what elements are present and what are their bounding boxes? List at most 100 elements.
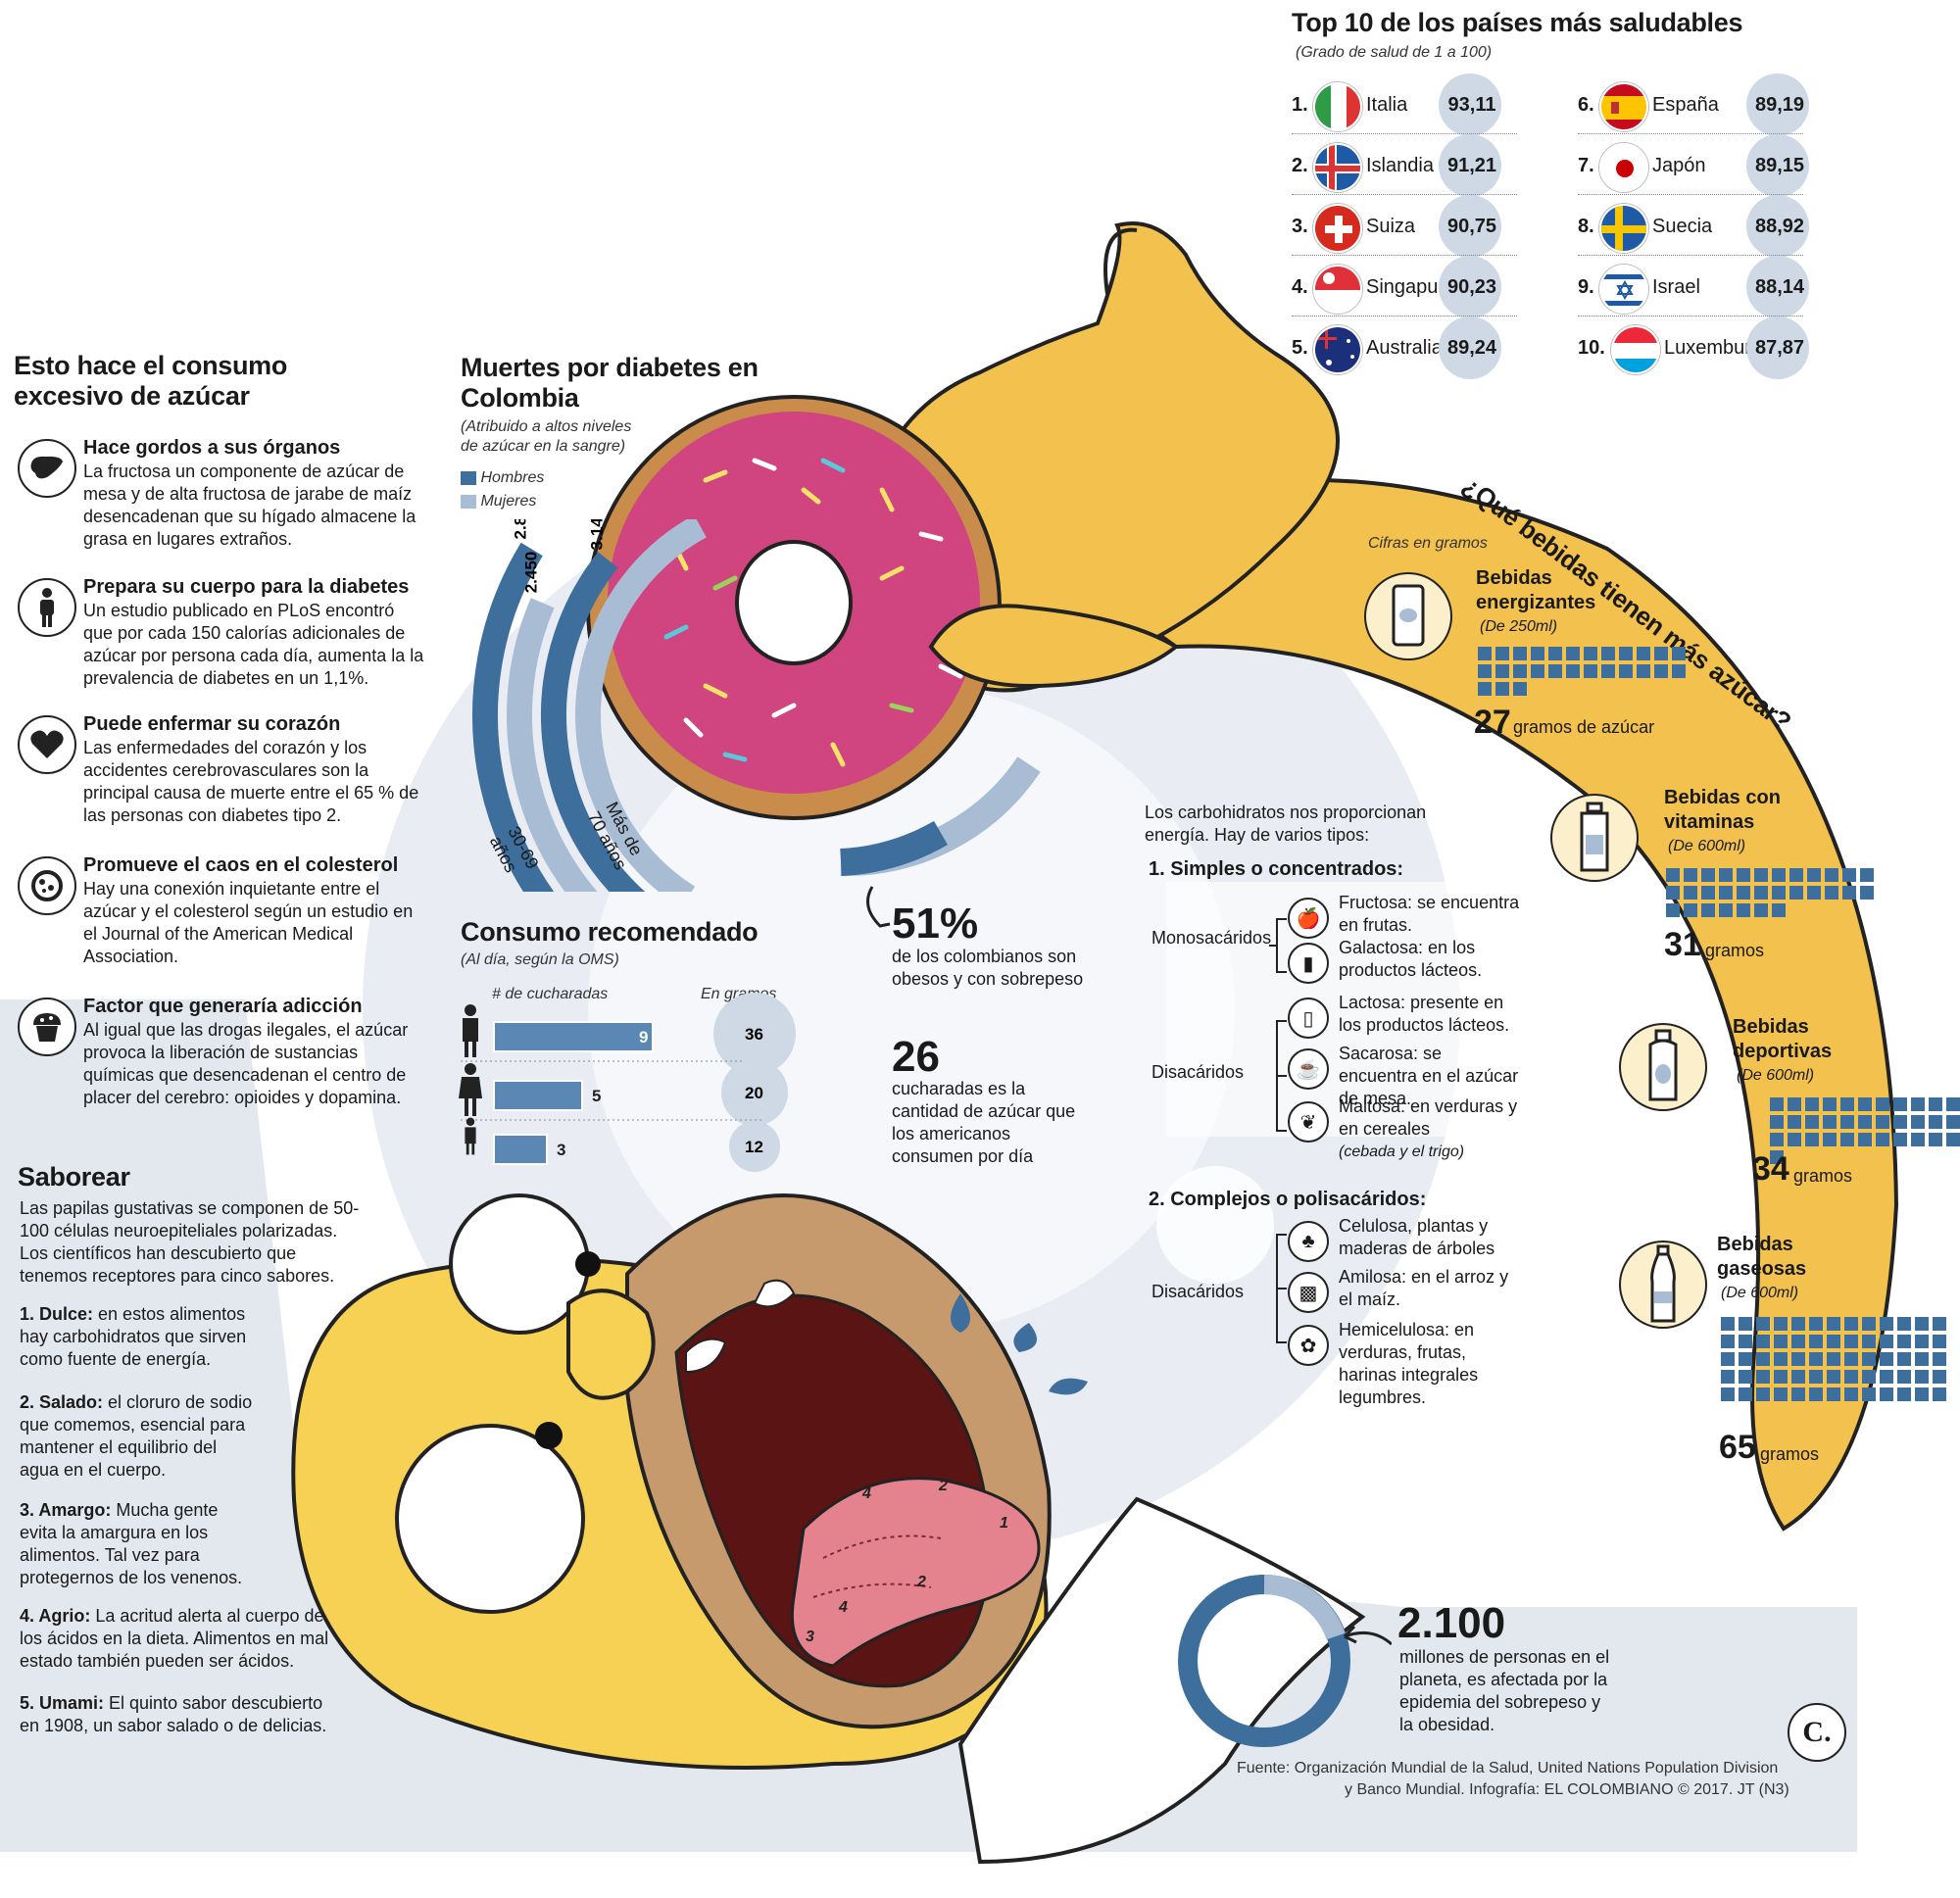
- child-icon: [465, 1117, 476, 1155]
- sugar-unit: [1805, 1097, 1819, 1111]
- taste-head: 5. Umami:: [20, 1693, 105, 1713]
- corn-icon: ▩: [1288, 1272, 1329, 1313]
- switzerland-flag-icon: [1313, 204, 1362, 253]
- saborear-intro: Las papilas gustativas se componen de 50…: [20, 1198, 360, 1286]
- legend-label-mujeres: Mujeres: [480, 493, 537, 510]
- sugar-unit: [1737, 903, 1750, 917]
- country-rank: 3.: [1292, 216, 1308, 237]
- sugar-unit: [1809, 1387, 1823, 1401]
- liver-icon: [18, 439, 76, 498]
- sugar-unit: [1756, 1370, 1770, 1384]
- score-circle: [1439, 316, 1501, 379]
- sugar-unit: [1862, 1387, 1876, 1401]
- consumption-spoons-header: # de cucharadas: [492, 986, 609, 1002]
- sugar-unit: [1844, 1317, 1858, 1331]
- sugar-unit: [1911, 1115, 1925, 1129]
- sugar-unit: [1825, 886, 1838, 900]
- grams-circle: [721, 1059, 788, 1126]
- country-rank: 1.: [1292, 94, 1308, 116]
- effect-body: Al igual que las drogas ilegales, el azú…: [83, 1020, 409, 1107]
- sugar-unit: [1876, 1133, 1889, 1146]
- carb-text: Galactosa: en los productos lácteos.: [1339, 938, 1483, 980]
- person-body: [459, 1077, 482, 1098]
- sugar-unit: [1929, 1097, 1942, 1111]
- spoons-bar: [493, 1134, 548, 1165]
- carbs-intro: Los carbohidratos nos proporcionan energ…: [1145, 803, 1427, 845]
- sugar-unit: [1791, 1387, 1805, 1401]
- sugar-grid: [1721, 1317, 1946, 1401]
- country-score: 89,19: [1754, 94, 1805, 116]
- drink-size: (De 600ml): [1737, 1067, 1815, 1084]
- obesity-percent: 51%: [892, 900, 979, 948]
- sugar-unit: [1721, 1352, 1735, 1366]
- sugar-unit: [1601, 647, 1615, 660]
- taste-item: 3. Amargo: Mucha gente evita la amargura…: [20, 1499, 255, 1589]
- sugar-unit: [1862, 1335, 1876, 1348]
- sugar-unit: [1844, 1335, 1858, 1348]
- diabetes-arc: [507, 598, 598, 892]
- woman-icon: [459, 1063, 482, 1116]
- wheat-icon: ❦: [1288, 1101, 1329, 1143]
- person-leg: [465, 1040, 468, 1057]
- spoons-number: 26: [892, 1033, 940, 1081]
- sugar-unit: [1566, 647, 1580, 660]
- world-arrow: [1343, 1625, 1392, 1646]
- taste-body: Mucha gente evita la amargura en los ali…: [20, 1500, 243, 1587]
- sugar-unit: [1774, 1370, 1788, 1384]
- sugar-unit: [1791, 1335, 1805, 1348]
- person-head: [465, 1004, 476, 1016]
- legend-label-hombres: Hombres: [480, 469, 545, 486]
- sugar-unit: [1876, 1097, 1889, 1111]
- sugar-unit: [1739, 1370, 1752, 1384]
- sugar-unit: [1862, 1352, 1876, 1366]
- sugar-unit: [1862, 1317, 1876, 1331]
- sugar-unit: [1721, 1317, 1735, 1331]
- drink-name: gaseosas: [1717, 1258, 1807, 1280]
- sugar-unit: [1911, 1133, 1925, 1146]
- sugar-unit: [1495, 664, 1509, 678]
- sugar-unit: [1754, 903, 1768, 917]
- sugar-unit: [1737, 886, 1750, 900]
- world-number: 2.100: [1397, 1599, 1506, 1647]
- country-name: Singapur: [1366, 276, 1446, 298]
- effect-heading: Puede enfermar su corazón: [83, 713, 341, 735]
- legend-mujeres: Mujeres: [461, 492, 536, 511]
- drink-name: vitaminas: [1664, 811, 1755, 833]
- country-name: Suiza: [1366, 216, 1416, 237]
- sugar-unit: [1880, 1370, 1893, 1384]
- carb-text: Fructosa: se encuentra en frutas.: [1339, 893, 1520, 935]
- sugar-unit: [1827, 1335, 1840, 1348]
- effect-heading: Factor que generaría adicción: [83, 996, 363, 1017]
- sweden-flag-icon: [1599, 204, 1648, 253]
- sugar-unit: [1946, 1097, 1960, 1111]
- tongue-zone-label: 4: [839, 1599, 848, 1616]
- country-name: Suecia: [1652, 216, 1713, 237]
- score-circle: [1746, 316, 1809, 379]
- sugar-unit: [1721, 1335, 1735, 1348]
- person-leg: [472, 1098, 476, 1116]
- sugar-unit: [1584, 647, 1597, 660]
- sugar-unit: [1825, 868, 1838, 882]
- grams-circle: [713, 993, 796, 1075]
- sugar-unit: [1844, 1387, 1858, 1401]
- person-head: [466, 1117, 475, 1126]
- country-rank: 5.: [1292, 337, 1308, 359]
- taste-item: 1. Dulce: en estos alimentos hay carbohi…: [20, 1303, 255, 1371]
- effect-item: Factor que generaría adicción Al igual qu…: [18, 996, 419, 1123]
- taste-body: en estos alimentos hay carbohidratos que…: [20, 1304, 247, 1369]
- sugar-unit: [1823, 1115, 1837, 1129]
- drink-grams-unit: gramos: [1760, 1444, 1820, 1464]
- sugar-unit: [1666, 886, 1680, 900]
- country-score: 89,24: [1446, 337, 1497, 359]
- saborear-title: Saborear: [18, 1162, 130, 1192]
- source-line-2: y Banco Mundial. Infografía: EL COLOMBIA…: [1345, 1781, 1789, 1798]
- sugar-unit: [1719, 903, 1733, 917]
- sugar-unit: [1893, 1133, 1907, 1146]
- drink-name: energizantes: [1476, 592, 1596, 613]
- drink-name: Bebidas: [1717, 1234, 1793, 1255]
- legend-hombres: Hombres: [461, 468, 544, 488]
- sugar-unit: [1774, 1317, 1788, 1331]
- score-circle: [1746, 195, 1809, 258]
- apple-icon: 🍎: [1288, 898, 1329, 939]
